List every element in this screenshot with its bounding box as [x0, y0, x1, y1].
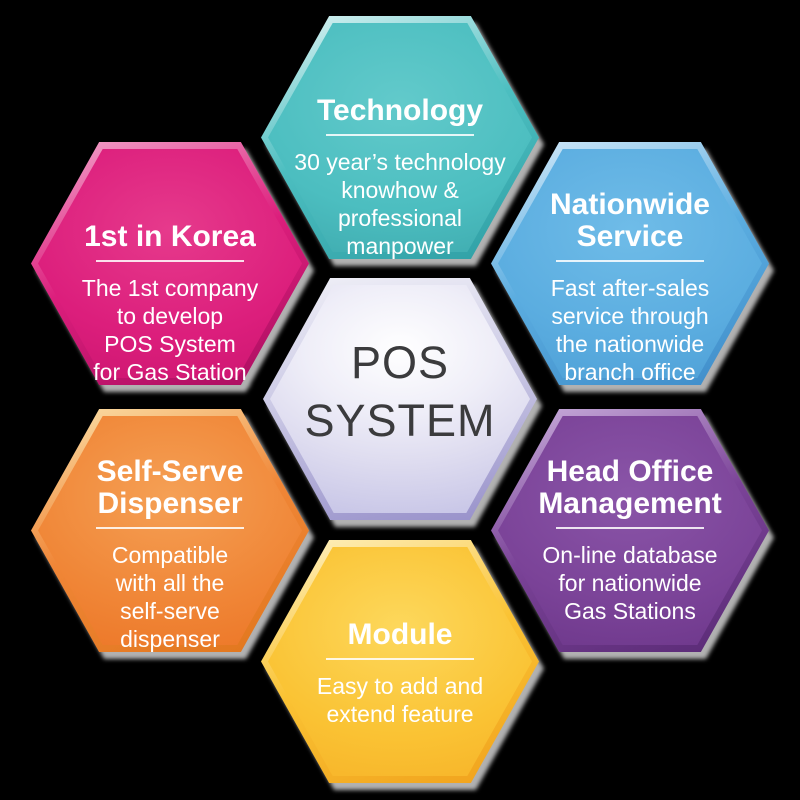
hexagon-first-in-korea: 1st in Korea The 1st company to develop …: [31, 142, 309, 385]
hexagon-description: 30 year’s technology knowhow & professio…: [294, 148, 506, 259]
hexagon-title: Head Office Management: [538, 454, 722, 521]
hexagon-self-serve-dispenser: Self-Serve Dispenser Compatible with all…: [31, 409, 309, 652]
hexagon-fill: [498, 149, 762, 378]
hexagon-content: Nationwide Service Fast after-sales serv…: [491, 142, 769, 385]
title-underline: [556, 259, 704, 262]
hexagon-title: Module: [347, 618, 453, 652]
hexagon-description: Compatible with all the self-serve dispe…: [111, 541, 229, 652]
hexagon-description: On-line database for nationwide Gas Stat…: [542, 541, 718, 624]
hexagon-fill: [268, 547, 532, 776]
hexagon-title: Technology: [316, 94, 484, 128]
title-underline: [326, 133, 474, 136]
hexagon-content: Head Office Management On-line database …: [491, 409, 769, 652]
title-underline: [96, 526, 244, 529]
hexagon-nationwide-service: Nationwide Service Fast after-sales serv…: [491, 142, 769, 385]
hexagon-fill: [38, 416, 302, 645]
hexagon-fill: [498, 416, 762, 645]
hexagon-title: 1st in Korea: [84, 220, 256, 254]
center-title: POS SYSTEM: [304, 336, 496, 447]
title-underline: [96, 259, 244, 262]
hexagon-pos-system: POS SYSTEM: [263, 278, 537, 520]
hexagon-content: Module Easy to add and extend feature: [261, 540, 539, 783]
hexagon-module: Module Easy to add and extend feature: [261, 540, 539, 783]
hexagon-title: Self-Serve Dispenser: [96, 454, 244, 521]
hexagon-content: 1st in Korea The 1st company to develop …: [31, 142, 309, 385]
hexagon-description: Easy to add and extend feature: [316, 672, 484, 727]
hexagon-content: Self-Serve Dispenser Compatible with all…: [31, 409, 309, 652]
hexagon-description: Fast after-sales service through the nat…: [550, 274, 710, 385]
title-underline: [326, 657, 474, 660]
hexagon-title: Nationwide Service: [549, 187, 710, 254]
hexagon-content: Technology 30 year’s technology knowhow …: [261, 16, 539, 259]
hexagon-technology: Technology 30 year’s technology knowhow …: [261, 16, 539, 259]
hexagon-head-office-management: Head Office Management On-line database …: [491, 409, 769, 652]
hexagon-fill: [268, 23, 532, 252]
hexagon-content: POS SYSTEM: [263, 278, 537, 520]
hexagon-description: The 1st company to develop POS System fo…: [81, 274, 259, 385]
hexagon-fill: [38, 149, 302, 378]
hexagon-fill: [270, 285, 530, 513]
title-underline: [556, 526, 704, 529]
